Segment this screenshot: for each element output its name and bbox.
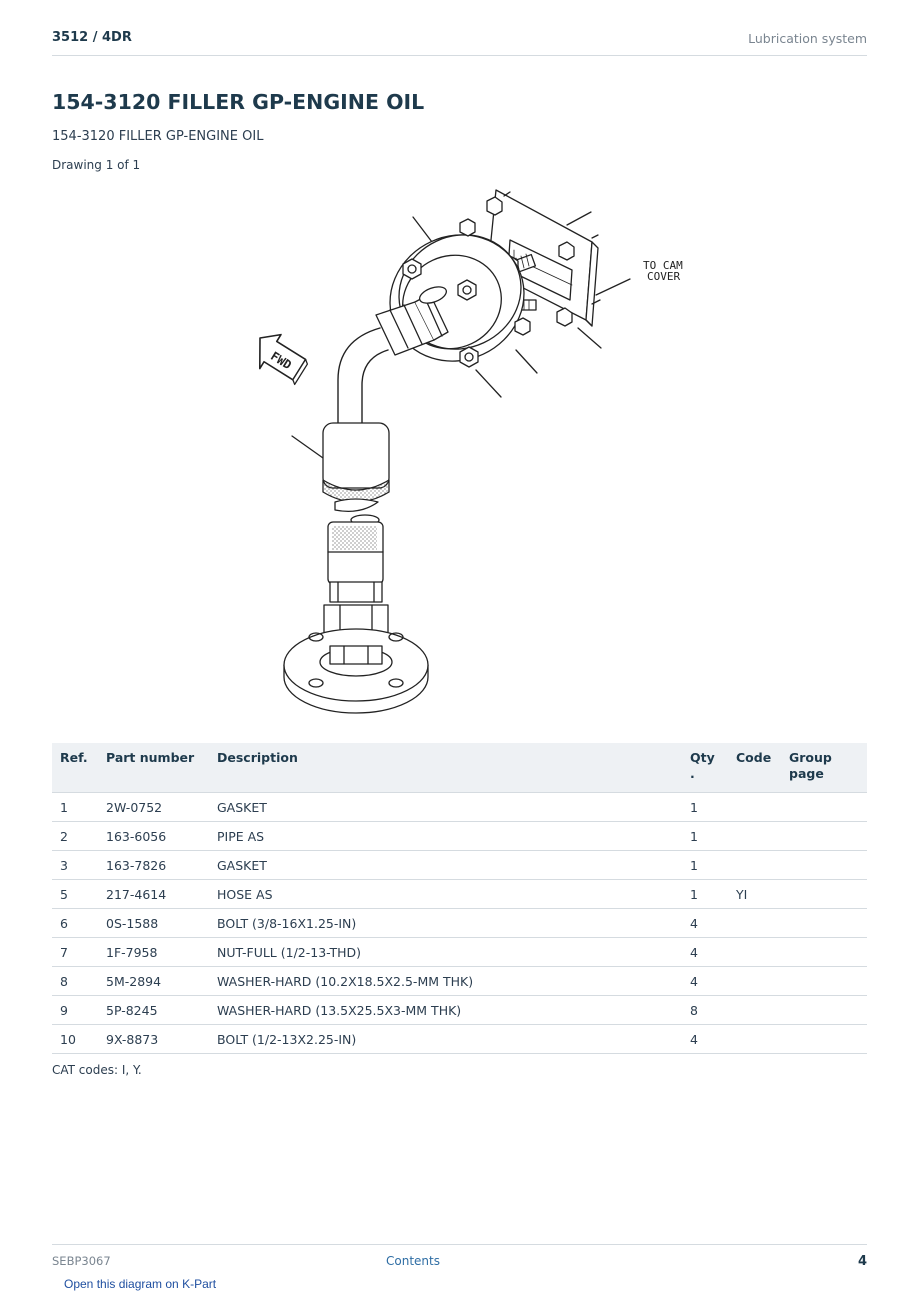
cell-ref: 2	[52, 821, 98, 851]
col-header-code: Code	[728, 743, 781, 793]
cell-part-number: 5P-8245	[98, 995, 209, 1025]
table-row: 5 217-4614 HOSE AS 1 YI	[52, 879, 867, 909]
model-label: 3512 / 4DR	[52, 30, 132, 45]
cat-codes-note: CAT codes: I, Y.	[52, 1063, 142, 1077]
cell-group-page	[781, 821, 867, 851]
callout-cover: COVER	[647, 270, 680, 283]
cell-group-page	[781, 966, 867, 996]
cell-ref: 1	[52, 792, 98, 822]
col-header-qty: Qty .	[682, 743, 728, 793]
cell-ref: 3	[52, 850, 98, 880]
cell-part-number: 2W-0752	[98, 792, 209, 822]
table-row: 3 163-7826 GASKET 1	[52, 850, 867, 880]
table-row: 8 5M-2894 WASHER-HARD (10.2X18.5X2.5-MM …	[52, 966, 867, 996]
cell-ref: 8	[52, 966, 98, 996]
bottom-flange	[283, 628, 429, 714]
cell-ref: 5	[52, 879, 98, 909]
cell-group-page	[781, 879, 867, 909]
cell-part-number: 1F-7958	[98, 937, 209, 967]
cell-description: WASHER-HARD (13.5X25.5X3-MM THK)	[209, 995, 682, 1025]
parts-table: Ref. Part number Description Qty . Code …	[52, 743, 867, 1054]
cell-part-number: 0S-1588	[98, 908, 209, 938]
col-header-description: Description	[209, 743, 682, 793]
cell-ref: 6	[52, 908, 98, 938]
section-label: Lubrication system	[748, 31, 867, 46]
cell-code	[728, 995, 781, 1025]
cell-ref: 7	[52, 937, 98, 967]
cell-ref: 9	[52, 995, 98, 1025]
callout-to-cam: TO CAM	[643, 259, 683, 272]
leader-lines	[291, 211, 631, 459]
elbow-pipe	[337, 286, 449, 433]
table-row: 9 5P-8245 WASHER-HARD (13.5X25.5X3-MM TH…	[52, 995, 867, 1025]
cell-part-number: 163-6056	[98, 821, 209, 851]
col-header-ref: Ref.	[52, 743, 98, 793]
cell-qty: 4	[682, 908, 728, 938]
cell-code	[728, 821, 781, 851]
open-in-kpart-link[interactable]: Open this diagram on K-Part	[64, 1277, 217, 1291]
table-row: 7 1F-7958 NUT-FULL (1/2-13-THD) 4	[52, 937, 867, 967]
cell-code	[728, 1024, 781, 1054]
page-header: 3512 / 4DR Lubrication system	[52, 28, 867, 56]
cell-description: BOLT (1/2-13X2.25-IN)	[209, 1024, 682, 1054]
cell-qty: 1	[682, 879, 728, 909]
cell-part-number: 5M-2894	[98, 966, 209, 996]
drawing-count: Drawing 1 of 1	[52, 158, 141, 172]
cell-group-page	[781, 850, 867, 880]
cell-code: YI	[728, 879, 781, 909]
cell-code	[728, 908, 781, 938]
table-row: 6 0S-1588 BOLT (3/8-16X1.25-IN) 4	[52, 908, 867, 938]
cell-description: BOLT (3/8-16X1.25-IN)	[209, 908, 682, 938]
cell-code	[728, 966, 781, 996]
hose-assembly	[322, 422, 390, 585]
cell-description: HOSE AS	[209, 879, 682, 909]
cell-code	[728, 850, 781, 880]
page-footer: SEBP3067 Contents 4	[52, 1244, 867, 1269]
cell-ref: 10	[52, 1024, 98, 1054]
cell-group-page	[781, 937, 867, 967]
cell-qty: 8	[682, 995, 728, 1025]
cell-description: PIPE AS	[209, 821, 682, 851]
cell-description: GASKET	[209, 792, 682, 822]
parts-diagram: FWD TO CAM COVER	[258, 189, 683, 714]
cell-group-page	[781, 1024, 867, 1054]
page-title: 154-3120 FILLER GP-ENGINE OIL	[52, 90, 425, 114]
cell-description: GASKET	[209, 850, 682, 880]
cell-code	[728, 792, 781, 822]
cell-qty: 1	[682, 850, 728, 880]
cell-code	[728, 937, 781, 967]
cell-qty: 4	[682, 966, 728, 996]
page-number: 4	[857, 1254, 867, 1269]
document-id: SEBP3067	[52, 1254, 111, 1268]
col-header-part-number: Part number	[98, 743, 209, 793]
contents-link[interactable]: Contents	[386, 1254, 440, 1268]
table-row: 10 9X-8873 BOLT (1/2-13X2.25-IN) 4	[52, 1024, 867, 1054]
cell-part-number: 9X-8873	[98, 1024, 209, 1054]
cell-group-page	[781, 995, 867, 1025]
cell-qty: 1	[682, 821, 728, 851]
fwd-arrow-icon: FWD	[258, 333, 309, 386]
cell-part-number: 163-7826	[98, 850, 209, 880]
cell-description: WASHER-HARD (10.2X18.5X2.5-MM THK)	[209, 966, 682, 996]
col-header-group-page: Group page	[781, 743, 867, 793]
cell-qty: 4	[682, 1024, 728, 1054]
cell-part-number: 217-4614	[98, 879, 209, 909]
cell-group-page	[781, 908, 867, 938]
table-row: 2 163-6056 PIPE AS 1	[52, 821, 867, 851]
cell-group-page	[781, 792, 867, 822]
cell-description: NUT-FULL (1/2-13-THD)	[209, 937, 682, 967]
table-row: 1 2W-0752 GASKET 1	[52, 792, 867, 822]
cell-qty: 4	[682, 937, 728, 967]
cell-qty: 1	[682, 792, 728, 822]
table-header-row: Ref. Part number Description Qty . Code …	[52, 743, 867, 793]
page-subtitle: 154-3120 FILLER GP-ENGINE OIL	[52, 129, 264, 144]
